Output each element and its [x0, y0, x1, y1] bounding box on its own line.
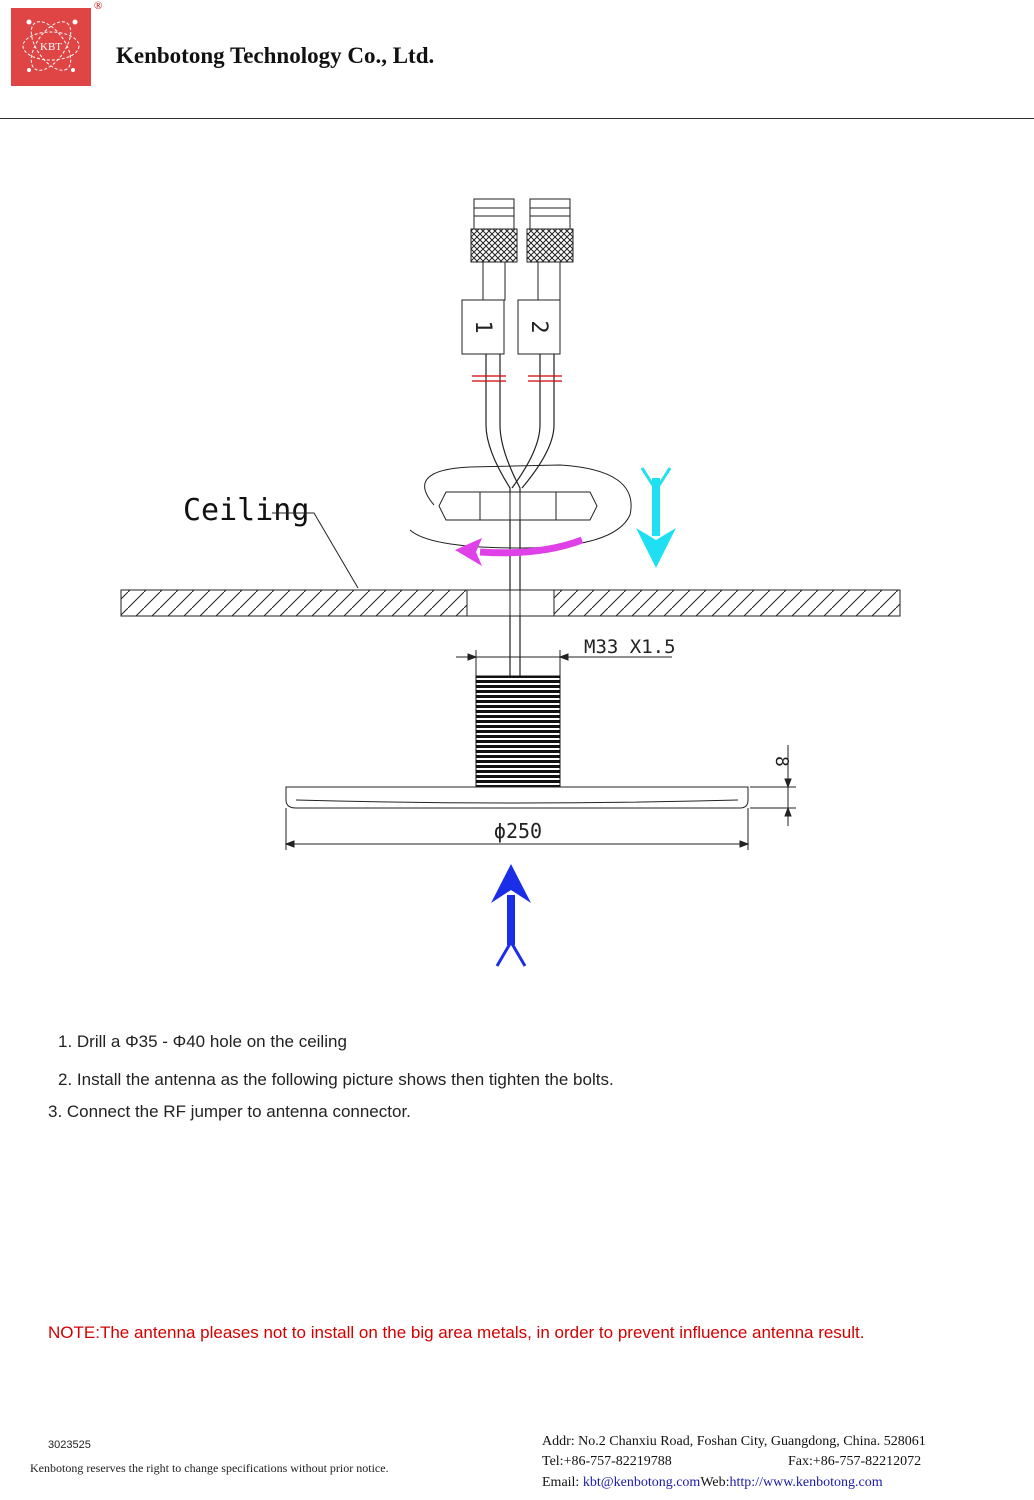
cable-cut-marks: [472, 375, 562, 382]
cables: [485, 354, 555, 680]
address: Addr: No.2 Chanxiu Road, Foshan City, Gu…: [542, 1434, 926, 1449]
insert-down-arrow: [636, 467, 676, 568]
email-link[interactable]: kbt@kenbotong.com: [582, 1475, 701, 1490]
connector-1: 1: [461, 198, 518, 355]
company-logo: KBT: [11, 8, 91, 86]
diameter-label: ϕ250: [494, 819, 542, 843]
ceiling-slab: [120, 589, 901, 617]
ceiling-label: Ceiling: [183, 493, 309, 528]
ceiling-leader-line: [272, 512, 359, 589]
mount-up-arrow: [491, 864, 531, 967]
thread-dimension: [456, 650, 672, 680]
thread-label: M33 X1.5: [584, 636, 676, 658]
fax: Fax:+86-757-82212072: [788, 1454, 922, 1469]
web-label: Web:: [700, 1475, 730, 1490]
rotate-arrow: [455, 536, 584, 566]
company-name: Kenbotong Technology Co., Ltd.: [116, 43, 435, 68]
header-divider: [0, 118, 1034, 119]
height-label: 8: [771, 756, 792, 767]
email-label: Email:: [542, 1475, 580, 1490]
disclaimer: Kenbotong reserves the right to change s…: [30, 1461, 389, 1475]
contact-links: Email: kbt@kenbotong.comWeb:http://www.k…: [542, 1475, 883, 1491]
logo-text: KBT: [40, 41, 62, 53]
connector-2-label: 2: [526, 320, 551, 333]
document-number: 3023525: [48, 1439, 91, 1451]
instruction-step-3: 3. Connect the RF jumper to antenna conn…: [48, 1102, 411, 1121]
threaded-stem: [475, 675, 561, 787]
web-link[interactable]: http://www.kenbotong.com: [729, 1475, 883, 1490]
instruction-step-2: 2. Install the antenna as the following …: [58, 1070, 614, 1089]
antenna-base: [285, 786, 749, 809]
registered-mark: ®: [94, 0, 103, 12]
telephone: Tel:+86-757-82219788: [542, 1454, 672, 1469]
height-dimension: [750, 745, 796, 826]
logo-graphic: KBT: [22, 19, 80, 72]
connector-1-label: 1: [470, 320, 495, 333]
warning-note: NOTE:The antenna pleases not to install …: [48, 1323, 865, 1342]
installation-diagram: 1 2: [120, 198, 901, 967]
connector-2: 2: [517, 198, 574, 355]
diameter-dimension: [284, 808, 750, 850]
instruction-step-1: 1. Drill a Φ35 - Φ40 hole on the ceiling: [58, 1032, 347, 1051]
